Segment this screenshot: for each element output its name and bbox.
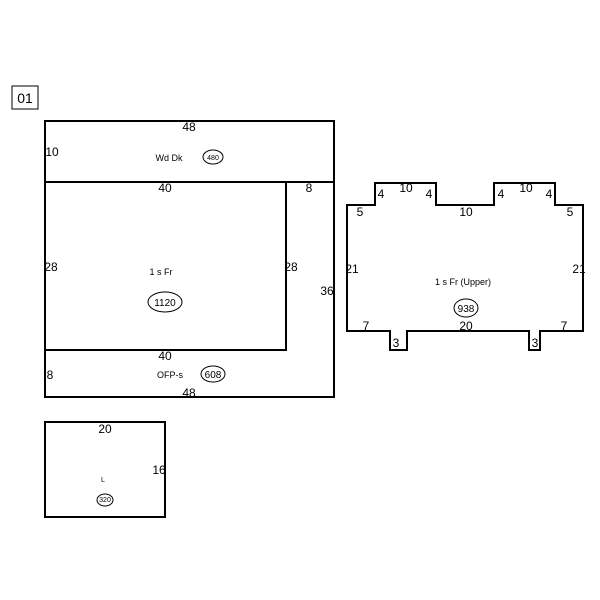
first-floor-area-value: 1120 <box>154 298 176 309</box>
upper-floor-label: 1 s Fr (Upper) <box>435 277 491 287</box>
dim-upper-bump-left-top: 10 <box>399 181 413 195</box>
porch-label: OFP-s <box>157 370 183 380</box>
porch-area-value: 608 <box>205 370 222 381</box>
dim-small-right: 16 <box>152 463 166 477</box>
main-dimensions: 48 10 40 8 28 28 36 40 8 48 <box>44 120 334 400</box>
first-floor-area-oval <box>147 291 183 313</box>
dim-upper-bottom-left: 7 <box>363 319 370 333</box>
upper-structure <box>346 182 584 351</box>
first-floor-label: 1 s Fr <box>149 267 172 277</box>
page-number-label: 01 <box>17 90 33 106</box>
upper-floor-area-oval <box>453 298 479 318</box>
dim-upper-bump-left-left: 4 <box>378 187 385 201</box>
dim-upper-left-notch: 5 <box>357 205 364 219</box>
page-number-box <box>11 85 39 110</box>
dim-first-floor-bottom: 40 <box>158 349 172 363</box>
small-label: L <box>101 477 105 484</box>
porch-area: OFP-s 608 <box>157 365 226 383</box>
small-outline <box>44 421 166 518</box>
dim-outer-bottom: 48 <box>182 386 196 400</box>
outer-outline <box>44 120 335 398</box>
dim-upper-step-left: 3 <box>393 336 400 350</box>
small-structure: 20 16 L 320 <box>44 421 166 518</box>
wood-deck-area: Wd Dk 480 <box>156 149 224 165</box>
upper-floor-area-value: 938 <box>458 304 475 315</box>
dim-upper-bump-left-right: 4 <box>426 187 433 201</box>
dim-deck-top: 48 <box>182 120 196 134</box>
wood-deck-area-value: 480 <box>207 155 219 162</box>
dim-upper-bottom-mid: 20 <box>459 319 473 333</box>
wood-deck-area-oval <box>202 149 224 165</box>
dim-deck-left: 10 <box>45 145 59 159</box>
upper-dimensions: 5 4 10 4 10 4 10 4 5 21 21 7 20 7 3 3 <box>345 181 586 350</box>
dim-upper-right: 21 <box>572 262 586 276</box>
dim-first-floor-top-right: 8 <box>306 181 313 195</box>
dim-upper-bump-right-left: 4 <box>498 187 505 201</box>
dim-outer-right: 36 <box>320 284 334 298</box>
dim-first-floor-top: 40 <box>158 181 172 195</box>
page-number: 01 <box>11 85 39 110</box>
dim-porch-left: 8 <box>47 368 54 382</box>
dim-first-floor-right: 28 <box>284 260 298 274</box>
upper-floor-area: 1 s Fr (Upper) 938 <box>435 277 491 318</box>
dim-upper-left: 21 <box>345 262 359 276</box>
wood-deck-label: Wd Dk <box>156 153 184 163</box>
dim-upper-step-right: 3 <box>532 336 539 350</box>
dim-upper-mid-top: 10 <box>459 205 473 219</box>
dim-upper-bump-right-right: 4 <box>546 187 553 201</box>
small-area-oval <box>96 493 114 507</box>
dim-upper-bottom-right: 7 <box>561 319 568 333</box>
upper-outline <box>346 182 584 351</box>
dim-upper-right-notch: 5 <box>567 205 574 219</box>
dim-first-floor-left: 28 <box>44 260 58 274</box>
small-area-value: 320 <box>99 497 111 504</box>
dim-upper-bump-right-top: 10 <box>519 181 533 195</box>
main-structure <box>44 120 335 398</box>
porch-area-oval <box>200 365 226 383</box>
dim-small-top: 20 <box>98 422 112 436</box>
first-floor-area: 1 s Fr 1120 <box>147 267 183 313</box>
